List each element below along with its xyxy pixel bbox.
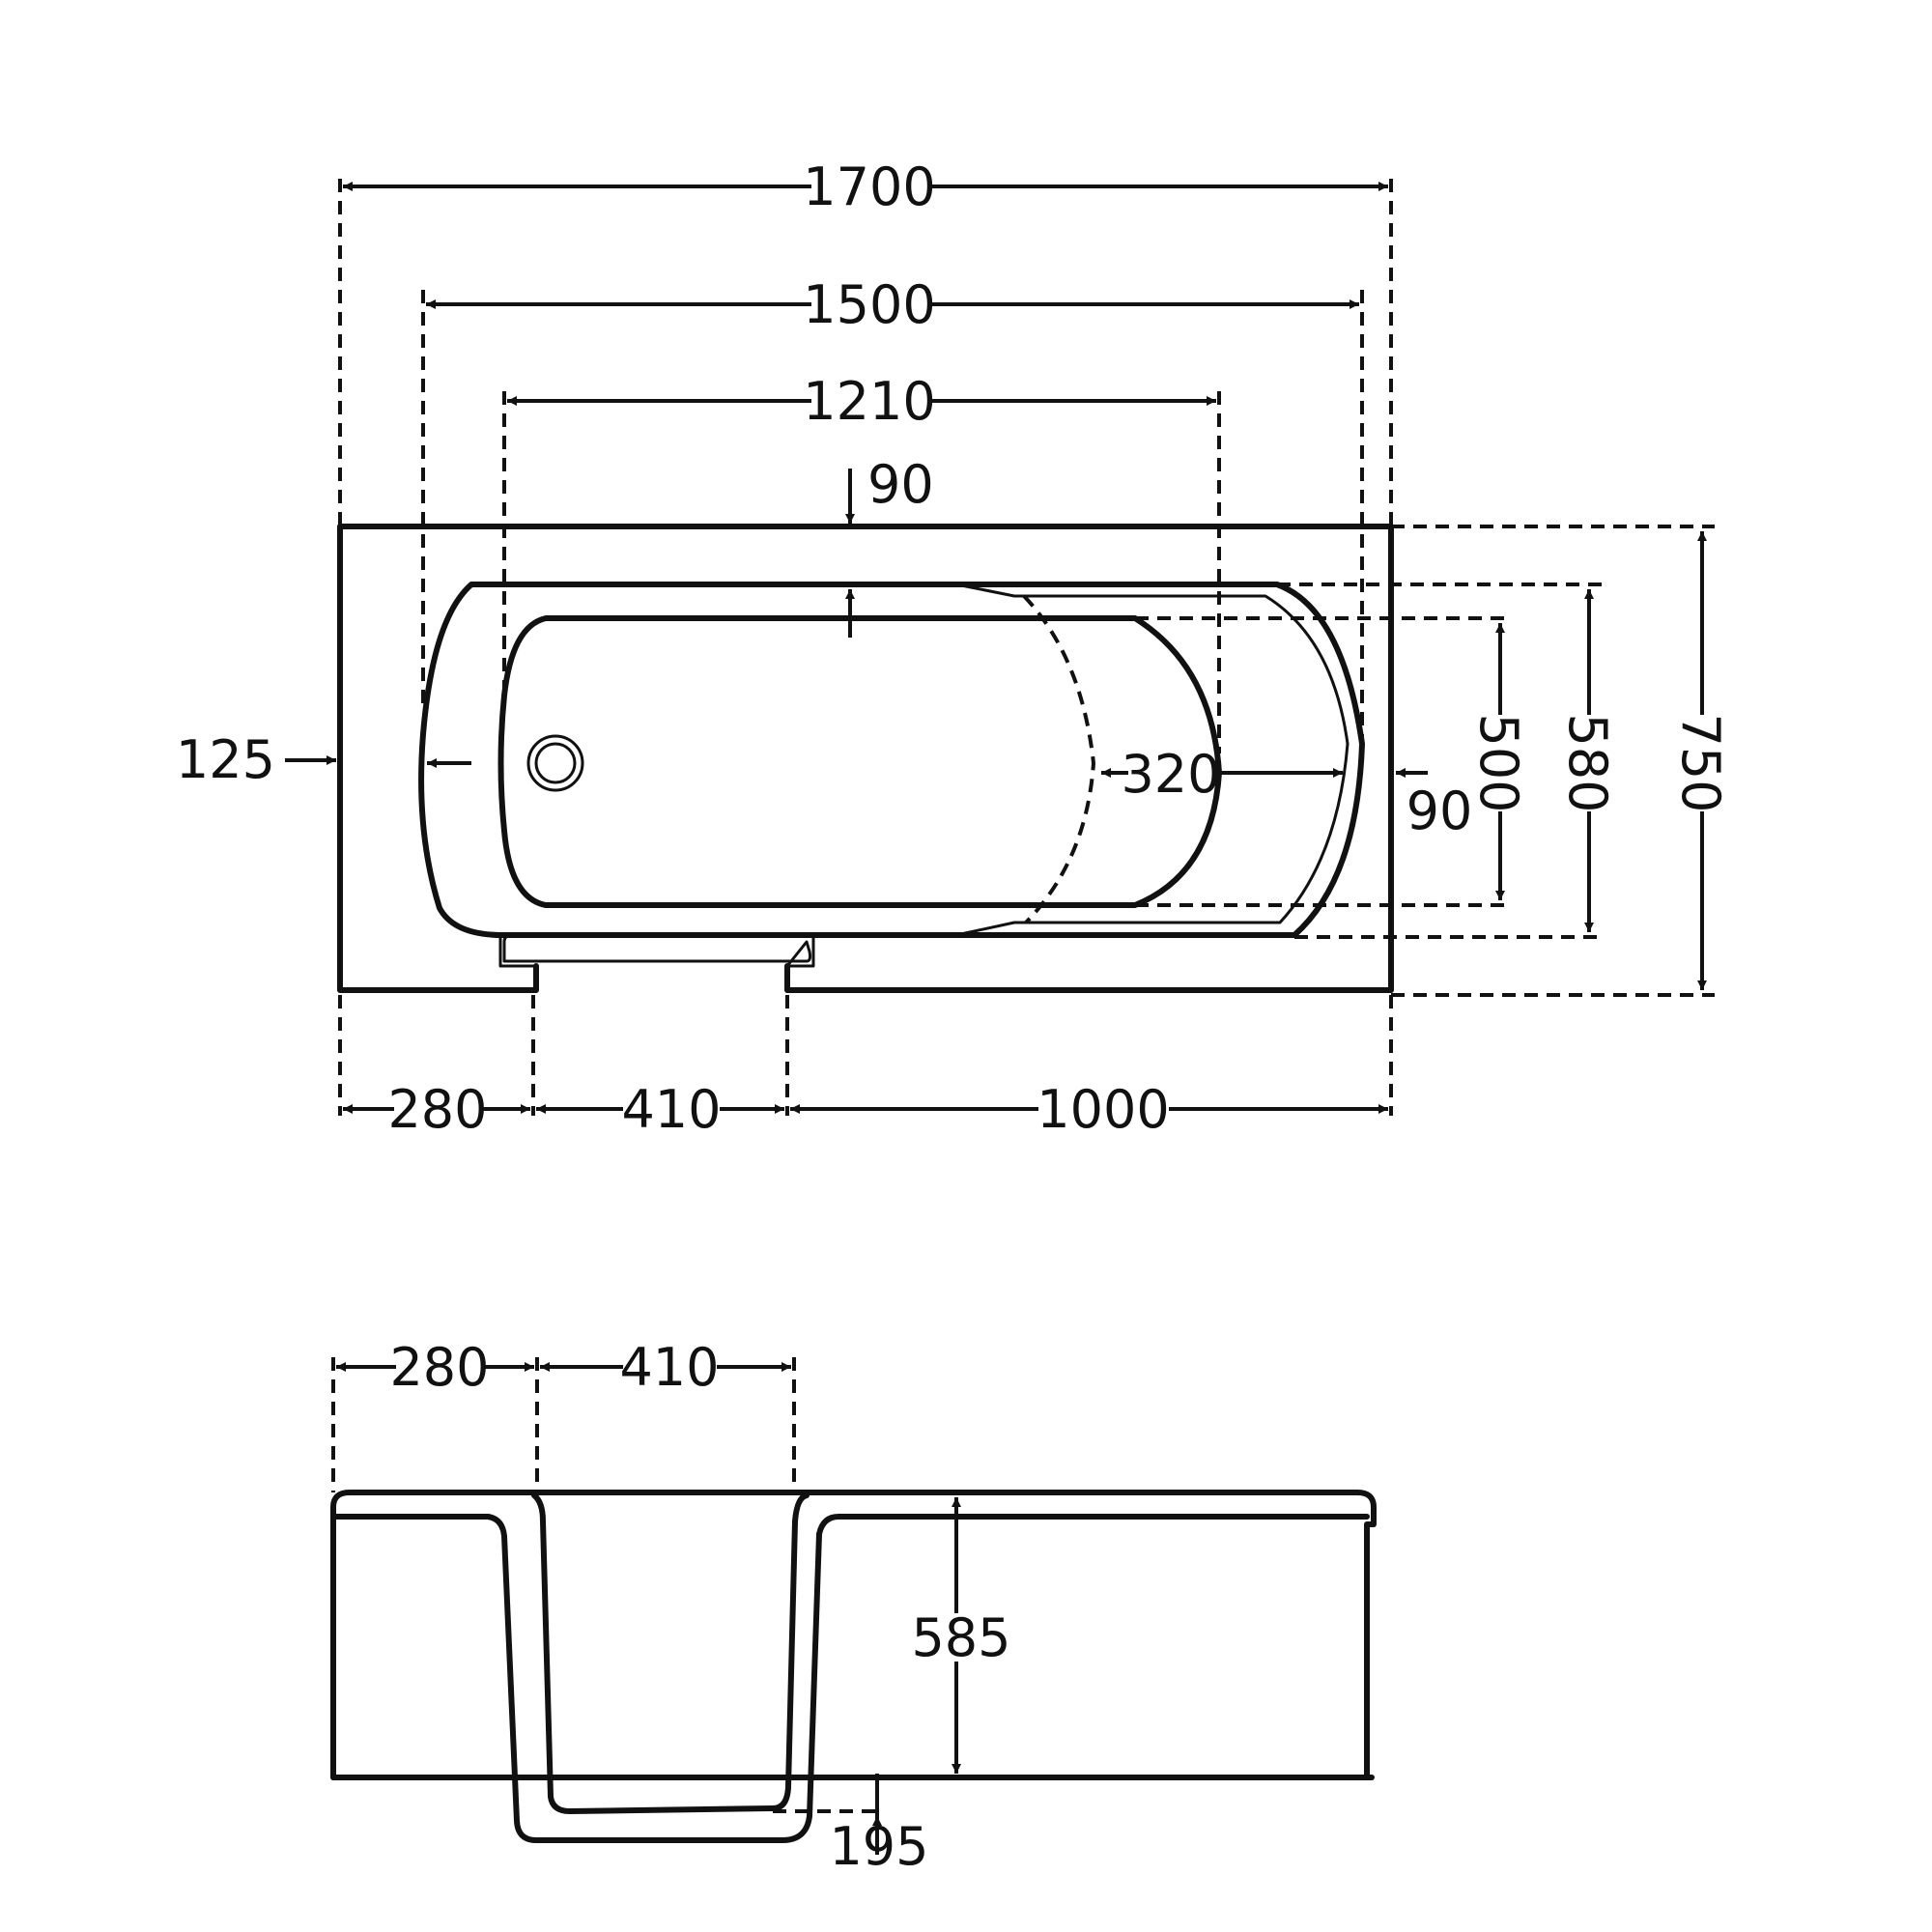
dim-580: 580: [1557, 713, 1618, 812]
dim-750: 750: [1670, 713, 1731, 812]
dim-90-right: 90: [1406, 781, 1473, 841]
dim-280: 280: [387, 1079, 487, 1140]
dim-410: 410: [621, 1079, 721, 1140]
dim-front-410: 410: [619, 1337, 719, 1398]
dim-585: 585: [911, 1607, 1010, 1668]
top-view: [337, 524, 1394, 993]
top-view-dimensions: 1700 1500 1210 90 125 90 320 500 580 750…: [176, 156, 1731, 1140]
tub-basin: [497, 615, 1222, 908]
dim-195: 195: [829, 1816, 928, 1877]
front-view: [330, 1490, 1377, 1843]
front-view-rim-line: [333, 1514, 1370, 1843]
top-view-outer-frame: [337, 524, 1394, 993]
drain-inner-ring: [534, 742, 577, 784]
dim-1500: 1500: [803, 274, 935, 335]
dim-320: 320: [1121, 744, 1220, 805]
top-view-extension-lines: [338, 179, 1715, 1116]
dim-1000: 1000: [1037, 1079, 1169, 1140]
dim-125: 125: [176, 729, 275, 790]
dim-1700: 1700: [803, 156, 935, 217]
dim-500: 500: [1468, 713, 1529, 812]
drain-icon: [526, 734, 584, 792]
dim-1210: 1210: [803, 371, 935, 432]
dim-front-280: 280: [389, 1337, 489, 1398]
door-threshold: [498, 933, 815, 968]
front-view-dimensions: 280 410 585 195: [331, 1337, 1011, 1877]
door-step-profile: [531, 1492, 810, 1814]
dim-90-top: 90: [867, 454, 934, 515]
tub-rim-outline: [418, 582, 1365, 938]
front-view-outline: [330, 1490, 1377, 1780]
seat-edge-dashed: [1022, 594, 1096, 924]
